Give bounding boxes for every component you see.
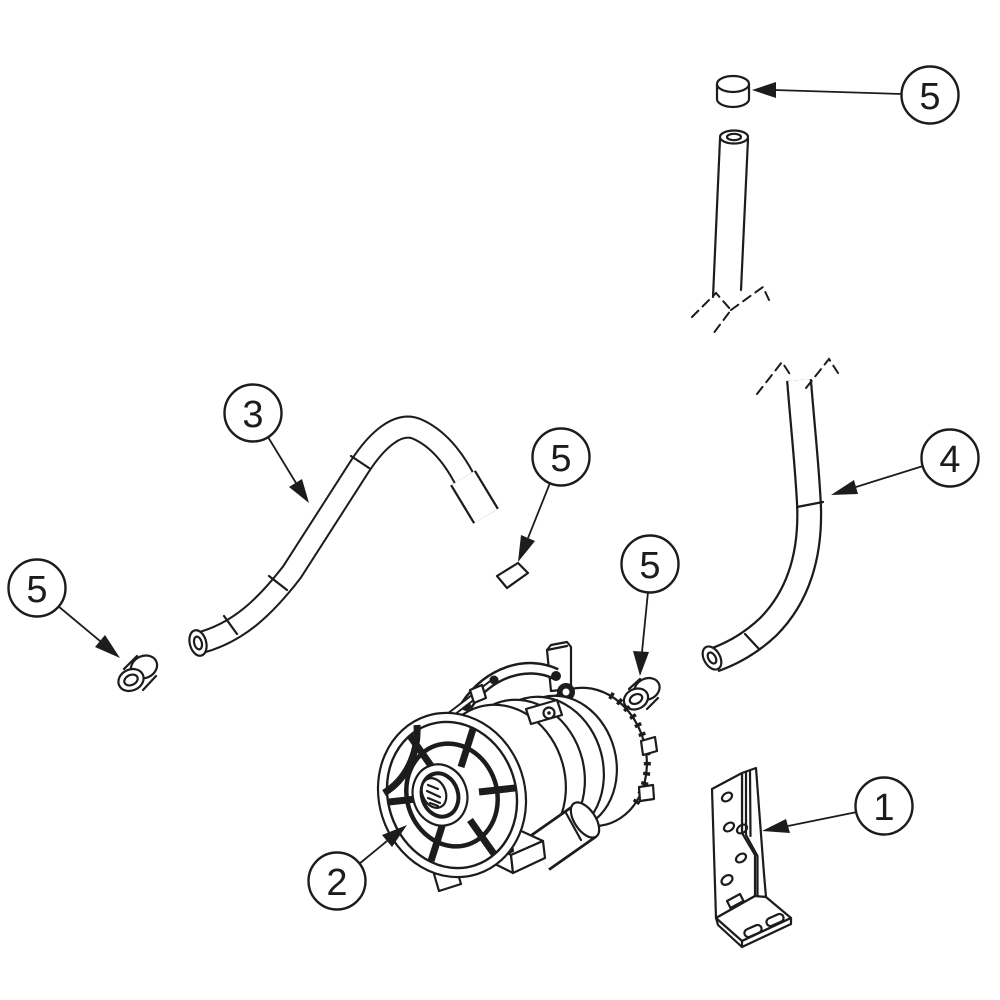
cap-top <box>715 74 751 94</box>
callout-right-hose[interactable]: 4 <box>831 428 980 496</box>
clamp-plate <box>495 561 530 590</box>
inlet-coil-lines <box>425 783 442 808</box>
sleeve-left-face <box>117 667 145 693</box>
hose3-outline <box>195 415 483 655</box>
part-upper-hose <box>188 415 499 657</box>
guard-hub-ring <box>419 771 461 819</box>
balloon-circle[interactable] <box>900 65 960 125</box>
guard-mid-ring <box>404 741 500 849</box>
sleeve-right-bore <box>628 692 644 706</box>
callout-number: 5 <box>550 438 571 480</box>
leader-line <box>57 605 101 642</box>
hose3-end-opening <box>188 629 208 657</box>
pump-top-boss <box>524 698 564 726</box>
sleeve-right-face <box>622 687 650 711</box>
leader-line <box>358 840 388 865</box>
arrowhead-icon <box>289 479 309 503</box>
callout-number: 5 <box>639 545 660 587</box>
balloon-circle[interactable] <box>223 383 283 443</box>
part-hose-clamp <box>495 561 530 590</box>
bracket-base-flange <box>714 894 793 943</box>
callout-sleeve-right[interactable]: 5 <box>620 534 680 677</box>
bolt-standoff <box>468 683 488 705</box>
leader-line <box>855 465 924 488</box>
arrowhead-icon <box>518 535 535 562</box>
bracket-notch <box>725 892 745 910</box>
bracket-slots <box>743 912 785 939</box>
part-sleeve-right <box>622 676 661 711</box>
balloon-circle[interactable] <box>531 427 591 487</box>
tube-opening <box>718 129 750 145</box>
tube-bore <box>725 132 743 142</box>
hose4-end-bore <box>706 651 718 665</box>
flange-ear-lower <box>637 783 656 803</box>
part-mounting-bracket <box>710 766 793 949</box>
connector-side <box>509 839 547 875</box>
leader-line <box>773 89 903 95</box>
leader-line <box>527 482 551 539</box>
leader-line <box>267 436 297 484</box>
callout-upper-hose[interactable]: 3 <box>223 383 310 504</box>
guard-inner-rim <box>385 720 519 870</box>
hose4-end-opening <box>701 645 723 671</box>
balloon-circle[interactable] <box>920 428 980 488</box>
balloon-circle[interactable] <box>854 776 914 836</box>
callout-end-cap[interactable]: 5 <box>752 65 960 125</box>
part-sleeve-left <box>117 654 159 693</box>
bracket-holes <box>720 791 749 886</box>
bracket-base-edge <box>714 916 744 949</box>
tube-sides <box>711 137 750 299</box>
arrowhead-icon <box>633 651 649 676</box>
leader-line <box>641 591 649 653</box>
arrowhead-icon <box>762 819 790 833</box>
callout-number: 1 <box>873 787 894 829</box>
part-tube <box>691 129 770 335</box>
callout-number: 5 <box>919 76 940 118</box>
sleeve-right-sides <box>627 677 660 711</box>
callout-number: 2 <box>326 862 347 904</box>
callout-air-pump[interactable]: 2 <box>307 825 408 911</box>
leader-line <box>787 811 858 827</box>
hose4-break-marks <box>756 357 839 395</box>
sleeve-left-bore <box>123 673 139 687</box>
callout-mounting-bracket[interactable]: 1 <box>762 776 914 836</box>
callout-hose-clamp[interactable]: 5 <box>518 427 591 563</box>
callout-number: 5 <box>26 569 47 611</box>
balloon-circle[interactable] <box>7 558 67 618</box>
hose3-fill <box>196 417 481 653</box>
tube-break-marks <box>691 285 770 335</box>
hose4-joint-marks <box>743 500 825 651</box>
flange-ear-upper <box>639 735 659 757</box>
bracket-fold-lines <box>744 769 759 898</box>
pump-fan-guard <box>376 711 528 879</box>
callout-sleeve-left[interactable]: 5 <box>7 558 121 659</box>
hose4-fill <box>710 379 820 671</box>
callout-number: 4 <box>939 439 960 481</box>
callout-number: 3 <box>242 394 263 436</box>
part-air-pump <box>376 640 659 893</box>
arrowhead-icon <box>95 635 120 658</box>
part-right-hose <box>701 357 839 673</box>
pump-solenoid <box>526 801 601 871</box>
hose3-end-bore <box>192 635 204 651</box>
arrowhead-icon <box>382 825 407 847</box>
balloon-circle[interactable] <box>620 534 680 594</box>
hose3-coupler-fill <box>452 471 497 523</box>
sleeve-left-sides <box>122 654 158 692</box>
guard-rim-shading <box>382 724 421 797</box>
arrowhead-icon <box>752 82 776 98</box>
balloon-circle[interactable] <box>307 851 367 911</box>
arrowhead-icon <box>831 480 858 495</box>
part-end-cap <box>715 74 751 109</box>
hose3-joint-marks <box>222 454 371 636</box>
